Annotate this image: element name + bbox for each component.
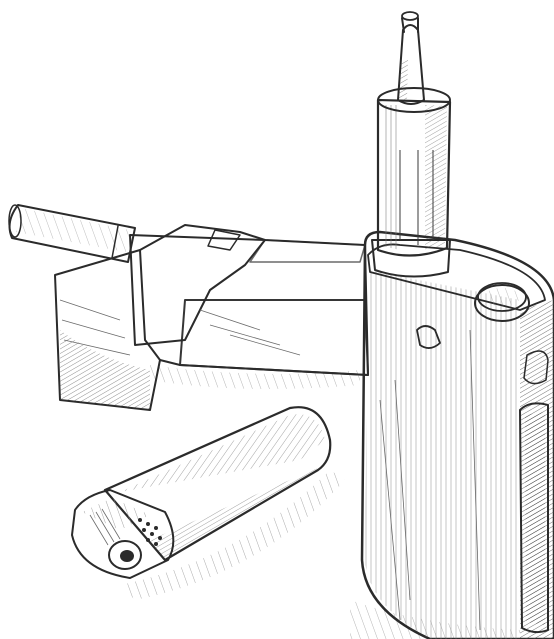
side-window [519, 350, 549, 634]
display-button [416, 325, 441, 349]
fire-button [474, 282, 530, 322]
cigarette [8, 204, 136, 263]
vape-mod [360, 230, 554, 639]
lighter-head [71, 489, 175, 579]
flame-port [108, 540, 142, 570]
lighter [71, 406, 332, 579]
pencil-strokes [59, 299, 481, 631]
striker-holes [138, 518, 162, 546]
vape-tank [371, 11, 452, 278]
